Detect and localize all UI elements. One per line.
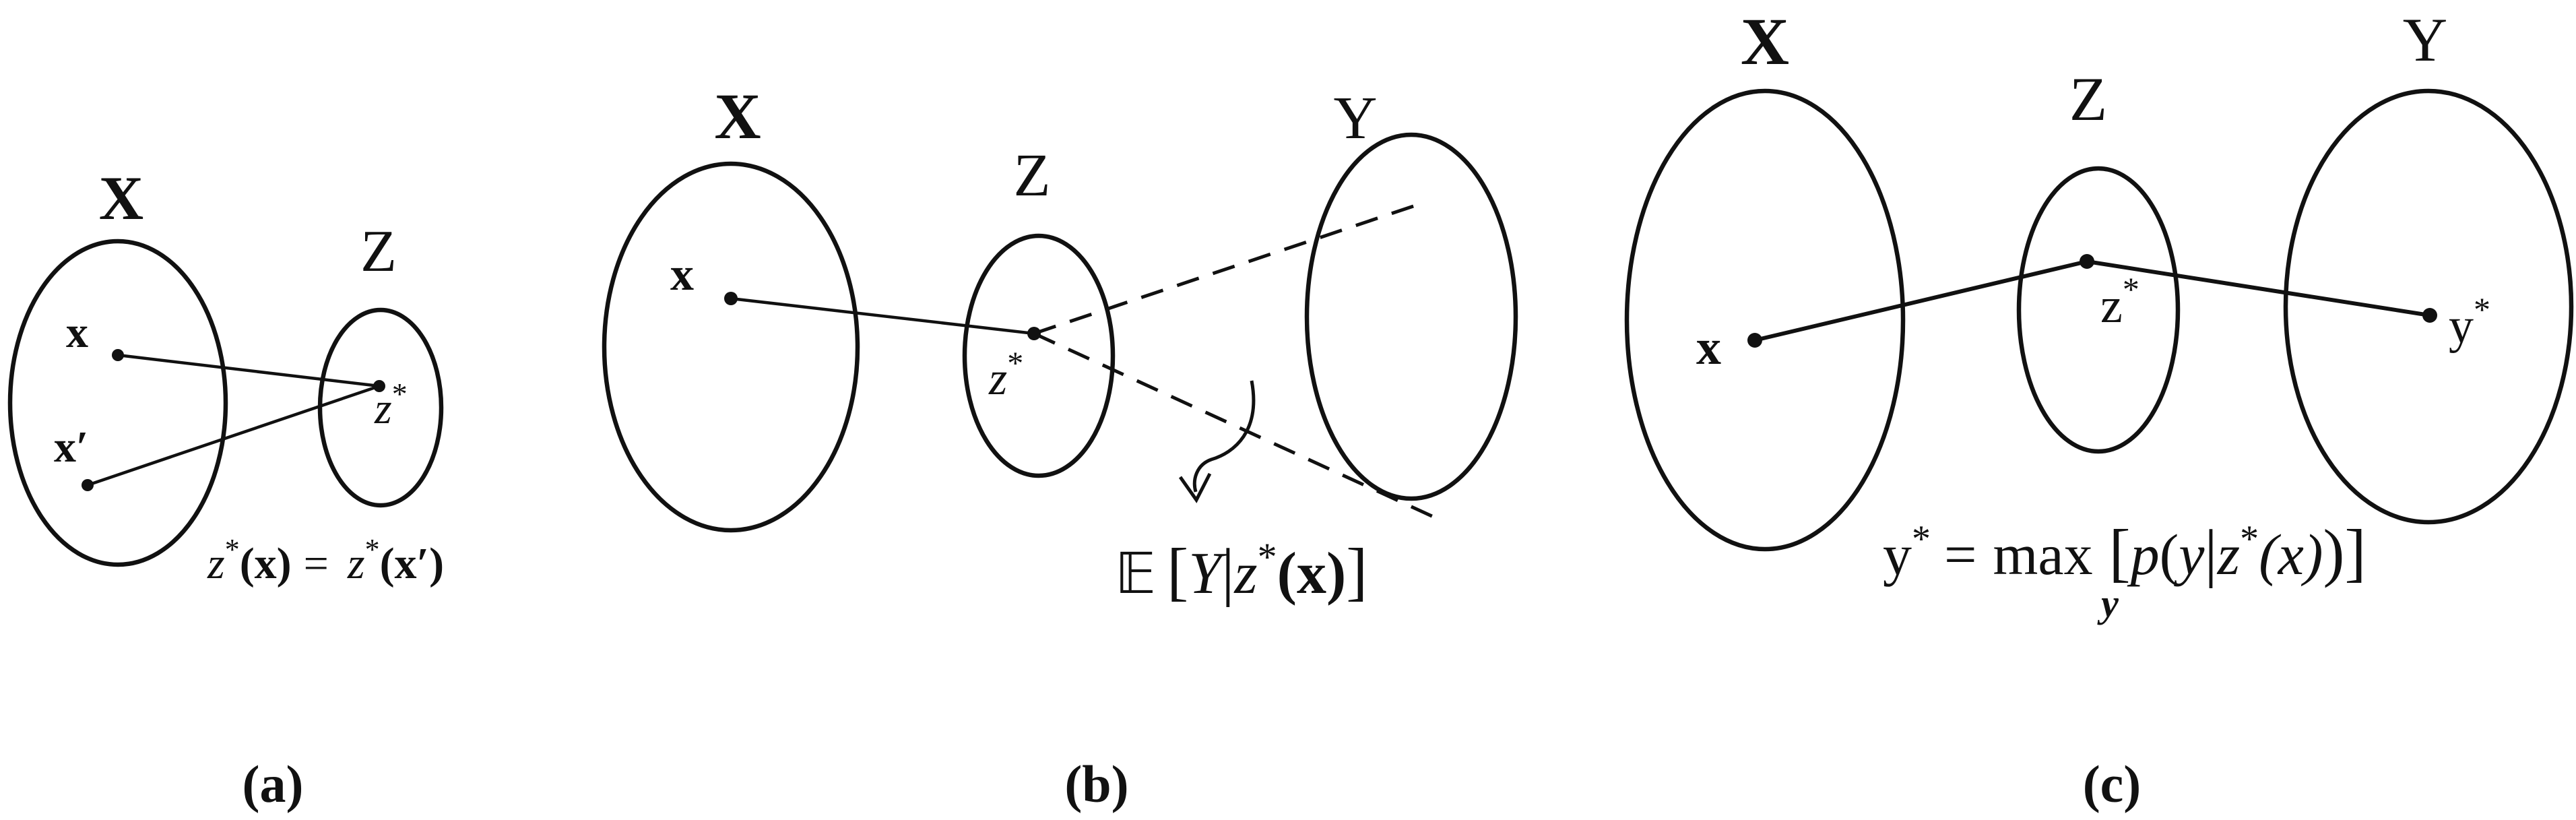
panel-a-point-z (373, 380, 385, 392)
panel-b-point-x (724, 292, 738, 305)
panel-a-point-x-label: x (66, 308, 88, 357)
panel-a-caption: (a) (243, 755, 304, 813)
panel-c-set-x-label: X (1741, 4, 1789, 79)
panel-b-point-z (1027, 327, 1041, 340)
panel-c-point-x-label: x (1696, 320, 1721, 375)
panel-c-set-x-ellipse (1624, 88, 1906, 552)
panel-b-set-y-ellipse (1304, 132, 1518, 501)
panel-a-set-z-label: Z (360, 219, 397, 284)
panel-c-max-subscript: y (2097, 581, 2119, 625)
panel-b: X Z Y x z* 𝔼[Y|z*(x)] (b) (602, 80, 1518, 813)
panel-a-equation: z*(x)=z*(x′) (207, 533, 444, 588)
panel-a-set-x-label: X (99, 164, 143, 232)
panel-b-set-x-label: X (714, 80, 761, 152)
panel-a-link-x-z (117, 353, 380, 388)
panel-c-set-z-ellipse (2016, 166, 2181, 454)
panel-b-caption: (b) (1064, 755, 1128, 813)
panel-b-arrowhead (1178, 472, 1212, 503)
panel-b-expectation: 𝔼[Y|z*(x)] (1115, 535, 1367, 607)
panel-b-point-x-label: x (670, 249, 694, 301)
panel-c: X Z Y x z* y* y*=max[p(y|z*(x))] y (c) (1624, 4, 2574, 813)
panel-b-dashed-lower (1033, 332, 1436, 519)
panel-a-point-z-label: z* (374, 377, 408, 433)
panel-a-link-xprime-z (87, 384, 380, 487)
panel-b-set-z-ellipse (962, 233, 1116, 478)
panel-c-caption: (c) (2083, 755, 2142, 813)
panel-c-point-x (1747, 333, 1762, 348)
panel-c-point-z (2080, 254, 2094, 269)
panel-c-point-y (2422, 308, 2437, 323)
panel-c-set-y-ellipse (2283, 88, 2574, 525)
panel-c-equation: y*=max[p(y|z*(x))] (1883, 516, 2366, 588)
panel-c-link-z-y (2086, 259, 2430, 317)
panel-c-set-z-label: Z (2069, 65, 2107, 133)
panel-b-link-x-z (730, 296, 1035, 336)
panel-c-link-x-z (1754, 259, 2088, 342)
panel-a-set-x-ellipse (7, 239, 228, 567)
panel-b-dashed-upper (1033, 201, 1422, 336)
panel-c-point-y-label: y* (2449, 290, 2490, 354)
panel-a: X Z x x′ z* z*(x)=z*(x′) (a) (7, 164, 444, 813)
panel-b-set-z-label: Z (1014, 142, 1051, 209)
panel-a-point-xprime (82, 479, 94, 491)
panel-b-curly-arrow (1192, 380, 1256, 493)
panel-b-point-z-label: z* (988, 346, 1023, 405)
panel-c-set-y-label: Y (2403, 5, 2447, 74)
panel-a-point-xprime-label: x′ (54, 422, 89, 472)
panel-b-set-x-ellipse (602, 161, 860, 533)
panel-c-point-z-label: z* (2100, 270, 2139, 334)
panel-a-point-x (112, 349, 124, 361)
panel-b-set-y-label: Y (1334, 85, 1378, 152)
